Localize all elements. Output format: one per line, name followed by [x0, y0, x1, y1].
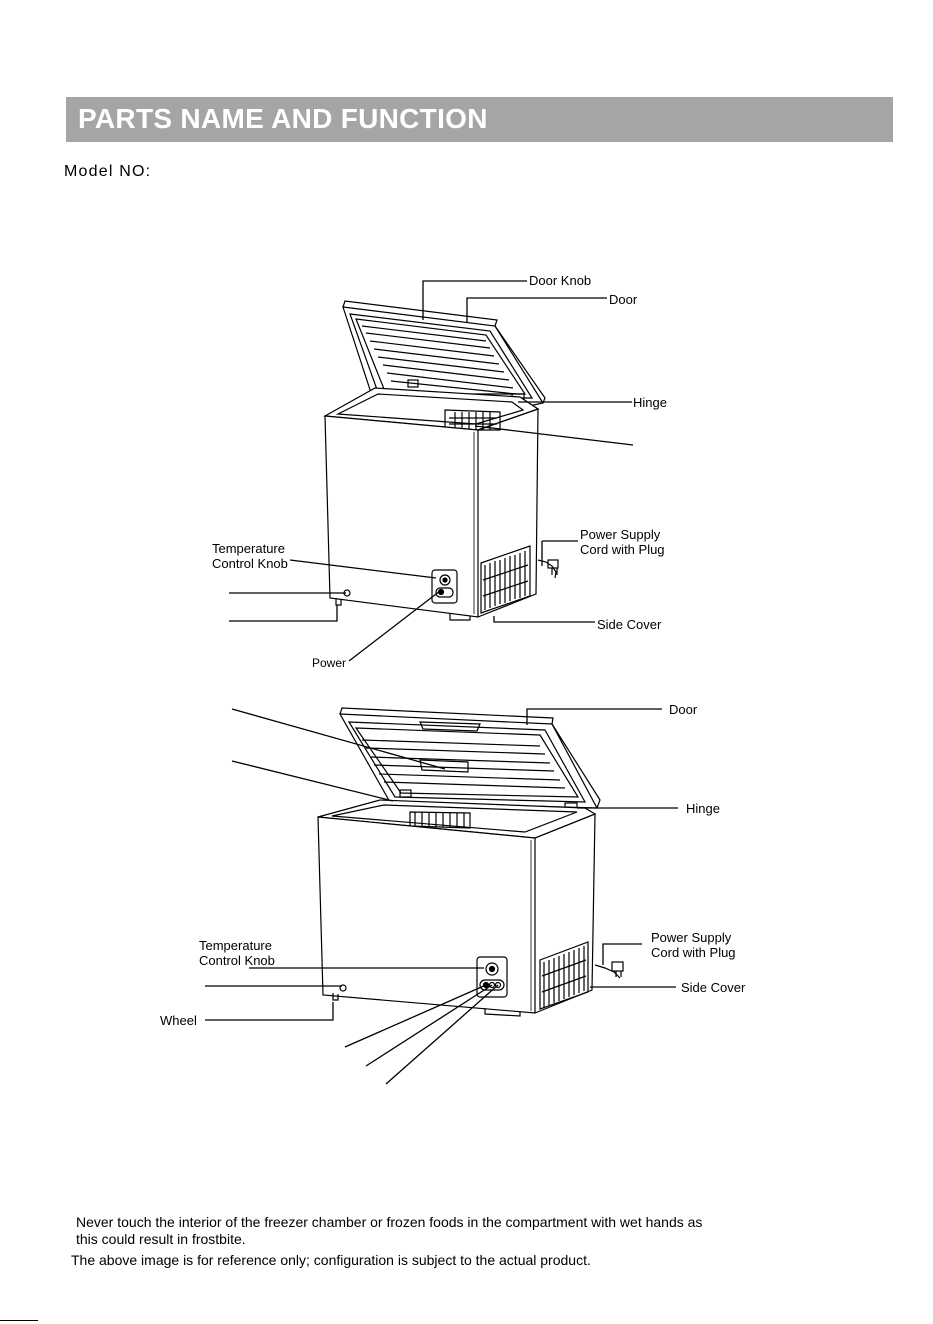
label-temperature-line2: Control Knob: [199, 953, 275, 968]
label-wheel: Wheel: [160, 1013, 197, 1028]
leader-lines-top: [229, 280, 634, 662]
section-header-bar: PARTS NAME AND FUNCTION: [66, 97, 893, 142]
label-temperature-control-knob: Temperature Control Knob: [212, 541, 288, 571]
label-hinge: Hinge: [633, 395, 667, 410]
label-hinge: Hinge: [686, 801, 720, 816]
label-power: Power: [312, 656, 347, 670]
label-power-cord-line2: Cord with Plug: [651, 945, 736, 960]
label-power-cord-line1: Power Supply: [651, 930, 732, 945]
footer-rule: [0, 1320, 38, 1321]
label-temperature-control-knob: Temperature Control Knob: [199, 938, 275, 968]
label-side-cover: Side Cover: [681, 980, 746, 995]
label-power-supply-cord: Power Supply Cord with Plug: [651, 930, 736, 960]
section-title: PARTS NAME AND FUNCTION: [78, 103, 488, 134]
freezer-small-illustration: [323, 300, 559, 621]
freezer-large-illustration: [317, 707, 624, 1017]
label-temperature-line1: Temperature: [199, 938, 272, 953]
label-door-knob: Door Knob: [529, 273, 592, 288]
label-temperature-line1: Temperature: [212, 541, 285, 556]
label-power-supply-cord: Power Supply Cord with Plug: [580, 527, 665, 557]
label-door: Door: [609, 292, 638, 307]
label-door: Door: [669, 702, 698, 717]
label-power-cord-line2: Cord with Plug: [580, 542, 665, 557]
model-number-label: Model NO:: [64, 163, 152, 180]
frostbite-warning: Never touch the interior of the freezer …: [76, 1214, 703, 1247]
label-temperature-line2: Control Knob: [212, 556, 288, 571]
label-power-cord-line1: Power Supply: [580, 527, 661, 542]
reference-disclaimer: The above image is for reference only; c…: [71, 1252, 591, 1268]
leader-lines-bottom: [205, 708, 678, 1085]
label-side-cover: Side Cover: [597, 617, 662, 632]
